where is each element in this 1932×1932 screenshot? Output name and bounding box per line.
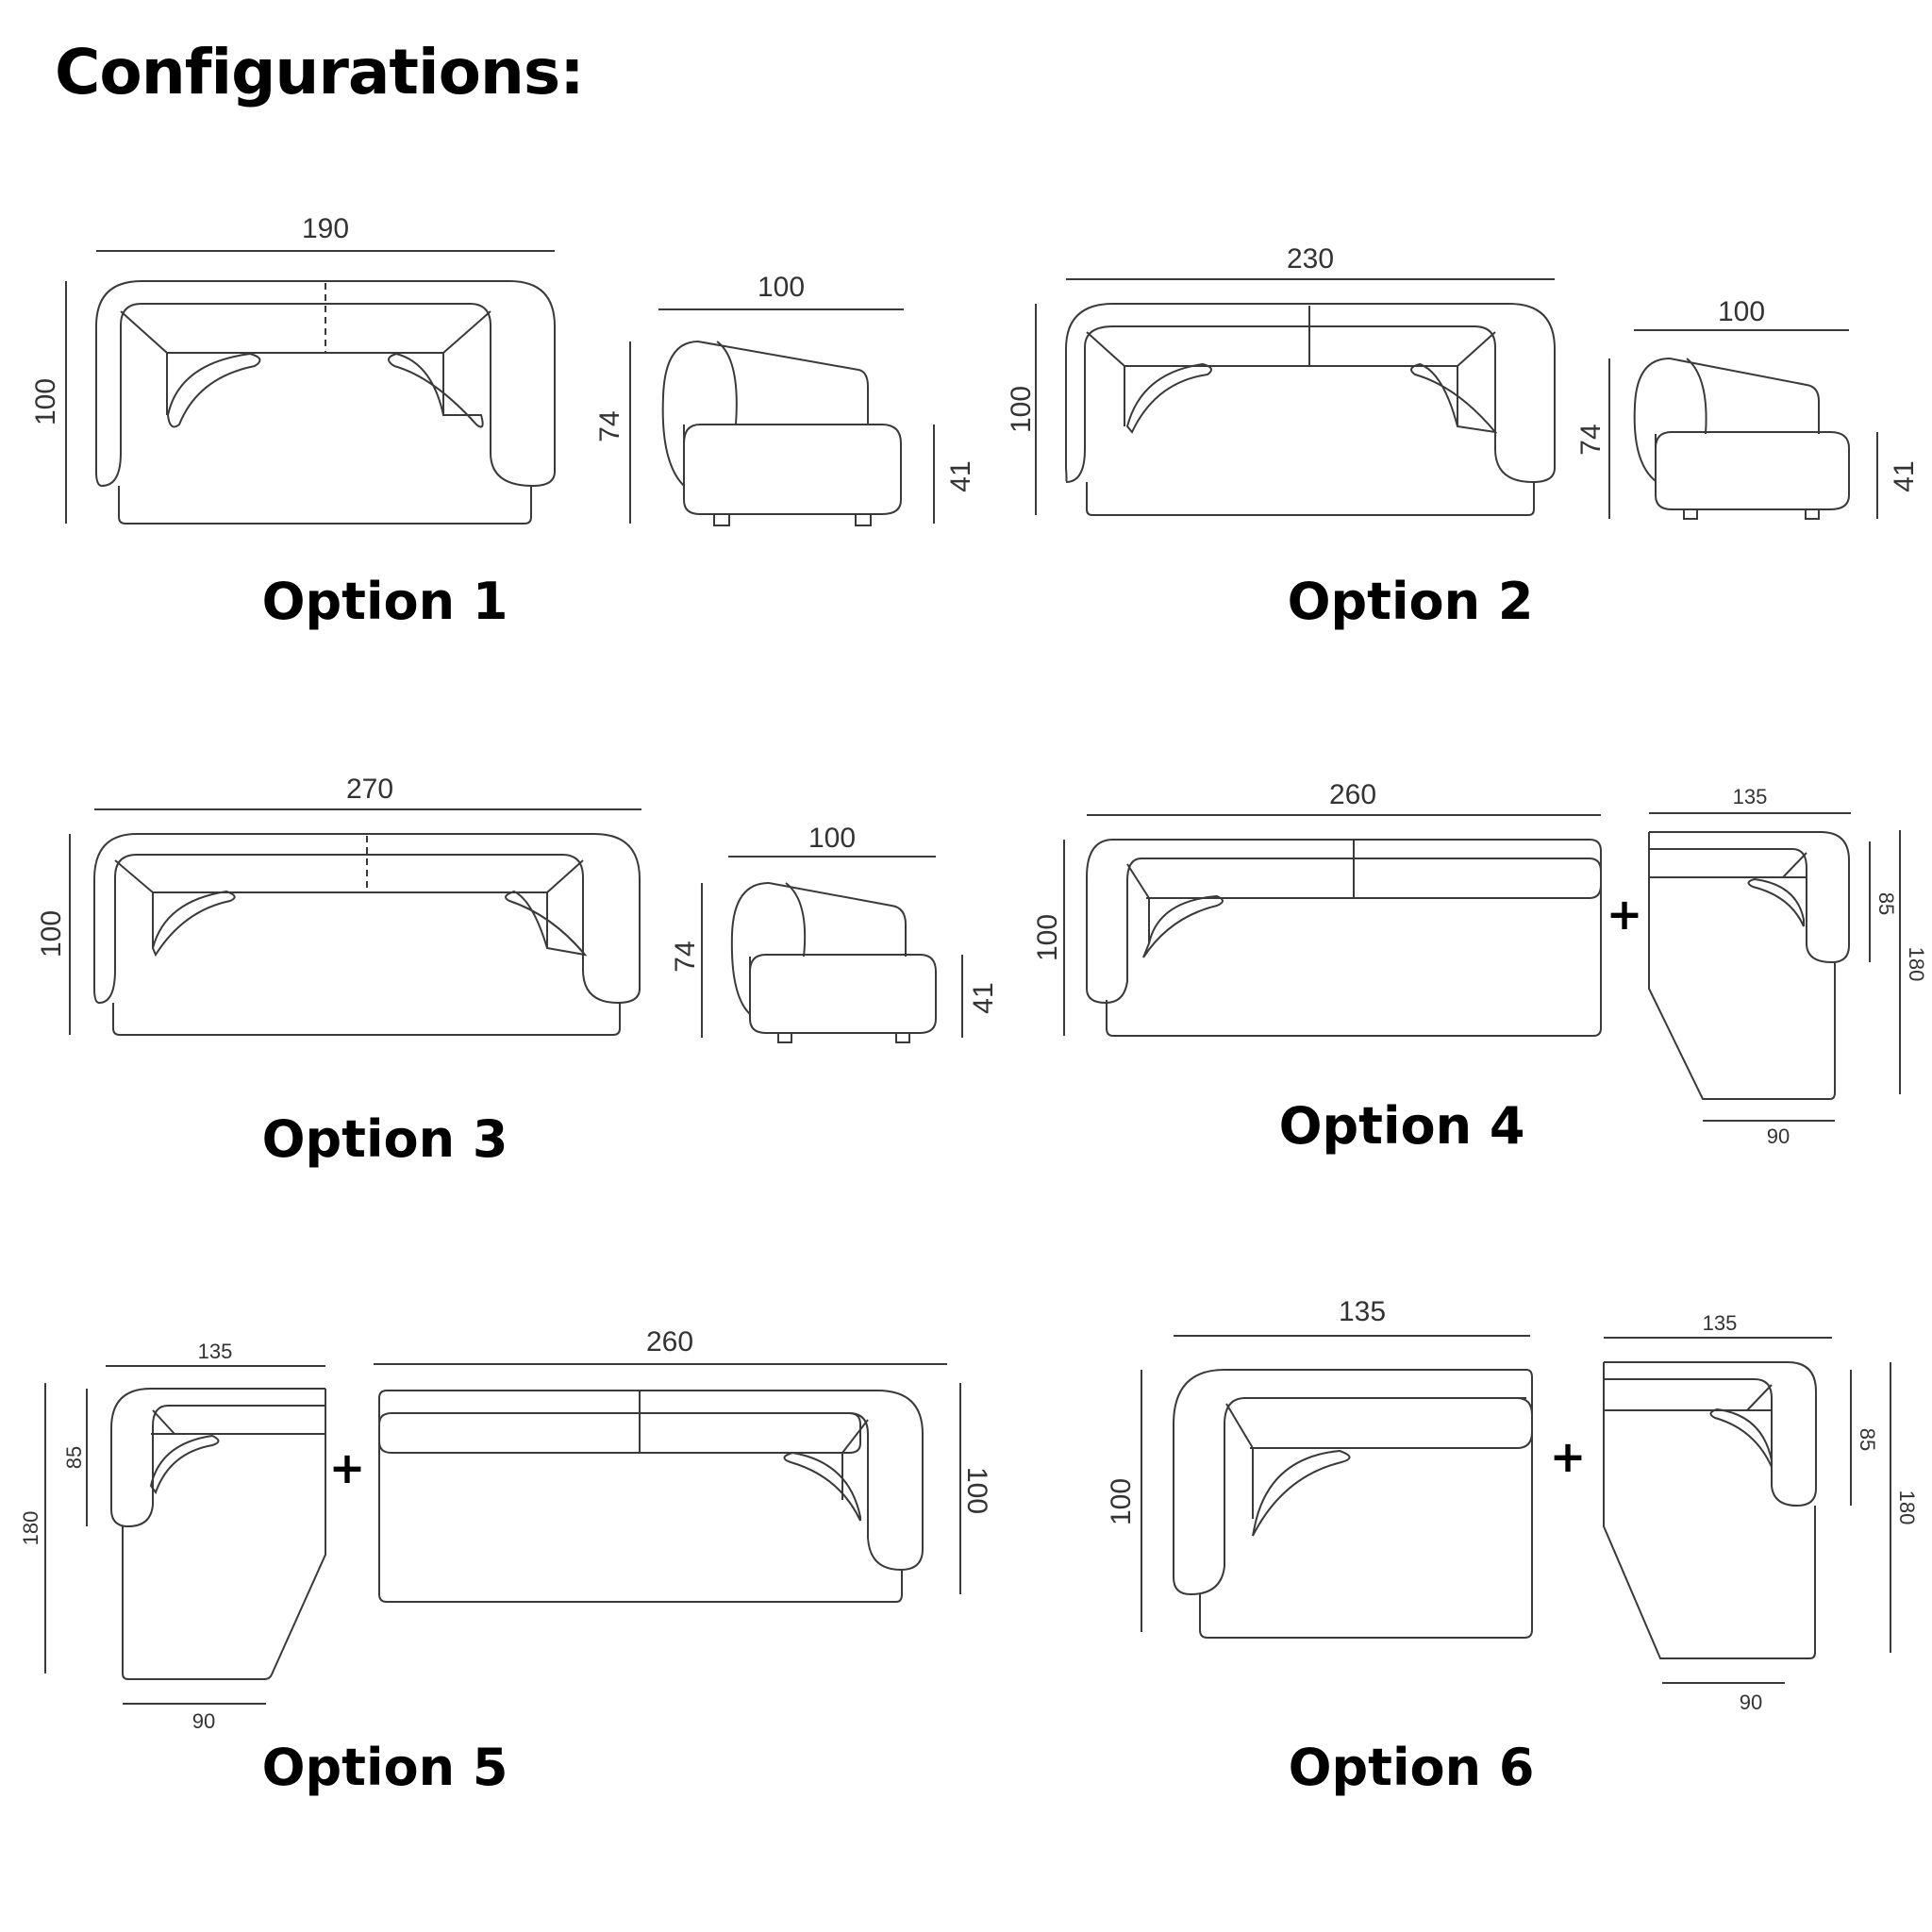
option-1-width-dim: 190 — [302, 213, 349, 244]
option-2-label: Option 2 — [1288, 572, 1534, 631]
option-4-chaise-length-dim: 180 — [1905, 947, 1928, 982]
option-6-chaise-view — [1603, 1361, 1817, 1659]
option-6-chaise-back-dim: 85 — [1856, 1428, 1879, 1451]
option-4-chaise-width-dim: 135 — [1733, 785, 1768, 808]
option-6-depth-dim: 100 — [1106, 1478, 1137, 1525]
option-3-top-view — [93, 833, 641, 1036]
option-4-chaise-back-dim: 85 — [1874, 892, 1898, 915]
option-3-side-view — [730, 882, 937, 1043]
option-1-side-view — [661, 341, 902, 526]
option-2-side-depth-dim: 100 — [1718, 296, 1765, 327]
option-3-seat-dim: 41 — [968, 982, 999, 1013]
option-1-height-dim: 74 — [594, 410, 625, 441]
option-2-height-dim: 74 — [1575, 424, 1607, 455]
option-2-side-view — [1633, 358, 1850, 520]
page-title: Configurations: — [55, 36, 585, 108]
option-6-chaise-length-dim: 180 — [1895, 1491, 1919, 1525]
option-2-top-view — [1065, 303, 1556, 516]
option-6-chaise-bottom-dim: 90 — [1740, 1690, 1762, 1714]
option-1-label: Option 1 — [262, 572, 508, 631]
option-4-width-dim: 260 — [1329, 779, 1376, 810]
option-4-chaise-view — [1648, 831, 1850, 1100]
option-1-seat-dim: 41 — [945, 460, 976, 491]
option-3-depth-dim: 100 — [36, 910, 67, 958]
option-2-width-dim: 230 — [1287, 243, 1334, 275]
option-1-depth-dim: 100 — [30, 378, 61, 425]
option-6-width-dim: 135 — [1339, 1296, 1386, 1327]
option-5-label: Option 5 — [262, 1738, 508, 1797]
option-1-side-depth-dim: 100 — [758, 272, 805, 303]
option-3-width-dim: 270 — [346, 774, 393, 805]
option-6-plus: + — [1550, 1431, 1587, 1482]
option-5-width-dim: 260 — [646, 1326, 693, 1357]
option-4-sofa-view — [1086, 839, 1602, 1037]
option-3-group: 270 100 100 74 41 Option 3 — [36, 774, 999, 1169]
option-4-chaise-bottom-dim: 90 — [1767, 1124, 1790, 1148]
option-5-depth-dim: 100 — [961, 1467, 992, 1514]
option-2-seat-dim: 41 — [1889, 460, 1920, 491]
option-4-group: 260 100 + 135 85 180 90 Option 4 — [1032, 779, 1928, 1156]
option-5-group: 135 85 180 90 + 260 100 Option 5 — [19, 1326, 992, 1797]
option-6-chaise-width-dim: 135 — [1703, 1311, 1738, 1335]
option-5-sofa-view — [378, 1390, 924, 1603]
option-5-chaise-back-dim: 85 — [62, 1446, 86, 1469]
option-5-plus: + — [329, 1442, 366, 1493]
option-6-corner-view — [1173, 1369, 1533, 1639]
option-5-chaise-view — [110, 1388, 326, 1680]
option-1-top-view — [95, 280, 556, 525]
option-1-group: 190 100 100 74 41 Option 1 — [30, 213, 976, 631]
option-3-height-dim: 74 — [670, 941, 701, 972]
option-4-plus: + — [1607, 889, 1643, 940]
option-4-depth-dim: 100 — [1032, 914, 1063, 961]
option-4-label: Option 4 — [1279, 1096, 1525, 1156]
option-3-label: Option 3 — [262, 1109, 508, 1169]
option-6-label: Option 6 — [1289, 1738, 1535, 1797]
option-2-depth-dim: 100 — [1006, 386, 1037, 433]
option-2-group: 230 100 100 74 41 Option 2 — [1006, 243, 1920, 631]
option-5-chaise-width-dim: 135 — [198, 1340, 233, 1363]
option-3-side-depth-dim: 100 — [808, 823, 856, 854]
option-6-group: 135 100 + 135 85 180 90 Option 6 — [1106, 1296, 1919, 1797]
option-5-chaise-length-dim: 180 — [19, 1511, 42, 1546]
option-5-chaise-bottom-dim: 90 — [192, 1709, 215, 1733]
